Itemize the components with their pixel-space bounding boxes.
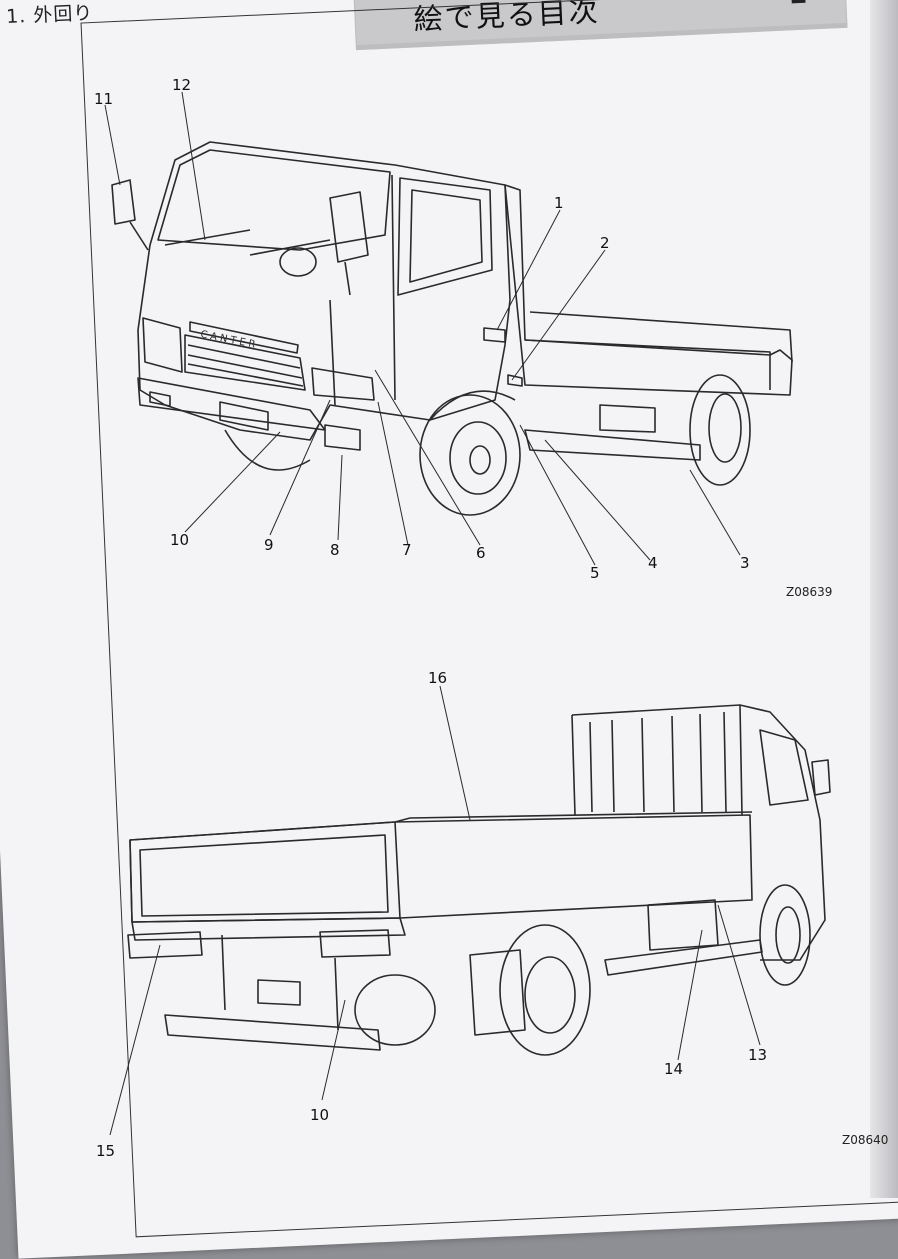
callout-12: 12	[172, 76, 191, 94]
callout-3: 3	[740, 554, 750, 572]
callout-4: 4	[648, 554, 658, 572]
figure-code-bottom: Z08640	[842, 1133, 888, 1147]
callout-9: 9	[264, 536, 274, 554]
callout-11: 11	[94, 90, 113, 108]
callout-7: 7	[402, 541, 412, 559]
callout-6: 6	[476, 544, 486, 562]
callout-10-top: 10	[170, 531, 189, 549]
leader-lines	[104, 91, 761, 1136]
rear-view-truck	[127, 704, 831, 1056]
page-stack-edge	[870, 0, 898, 1198]
callout-15: 15	[96, 1142, 115, 1160]
callout-13: 13	[748, 1046, 767, 1064]
callout-14: 14	[664, 1060, 683, 1078]
figure-code-top: Z08639	[786, 585, 832, 599]
canter-emblem: CANTER	[199, 329, 259, 351]
front-view-truck	[111, 141, 793, 516]
callout-5: 5	[590, 564, 600, 582]
callout-10-bottom: 10	[310, 1106, 329, 1124]
callout-16: 16	[428, 669, 447, 687]
callout-2: 2	[600, 234, 610, 252]
truck-illustrations: CANTER 1 2 3 4 5 6 7 8 9 10 11 12 Z08639…	[94, 76, 888, 1160]
callout-8: 8	[330, 541, 340, 559]
callout-1: 1	[554, 194, 564, 212]
